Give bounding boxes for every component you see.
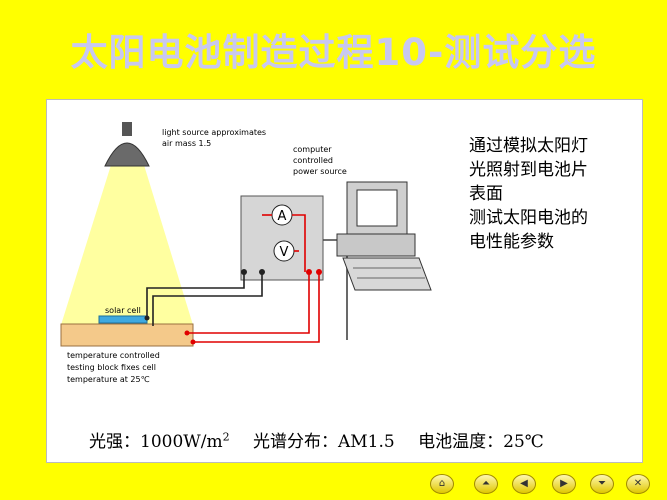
light-label-1: light source approximates [162,128,266,137]
description-text: 通过模拟太阳灯 光照射到电池片 表面 测试太阳电池的 电性能参数 [469,134,639,254]
spectrum-param: 光谱分布：AM1.5 [253,432,395,452]
temperature-param: 电池温度：25℃ [418,432,544,452]
light-beam [61,165,193,325]
computer-label-2: controlled [293,156,333,165]
light-label-2: air mass 1.5 [162,139,211,148]
solar-cell [98,315,148,324]
first-icon[interactable]: ⏶ [474,474,498,494]
block-label-2: testing block fixes cell [67,363,156,372]
computer-label-1: computer [293,145,332,154]
prev-icon[interactable]: ◀ [512,474,536,494]
intensity-param: 光强：1000W/m2 [89,430,230,452]
test-setup-diagram: light source approximates air mass 1.5 s… [60,122,432,384]
testing-block [60,323,194,347]
computer-label-3: power source [293,167,347,176]
description-line: 通过模拟太阳灯 [469,136,588,156]
wire-red-3 [193,272,320,343]
home-icon[interactable]: ⌂ [430,474,454,494]
lamp-icon [104,142,150,167]
wire-black-2 [152,272,263,326]
solar-cell-label: solar cell [105,306,141,315]
slide-title: 太阳电池制造过程10-测试分选 [70,31,597,74]
description-line: 表面 [469,184,503,204]
wire-black-1 [146,272,245,318]
block-label-1: temperature controlled [67,351,160,360]
last-icon[interactable]: ⏷ [590,474,614,494]
wire-red-2 [292,214,306,272]
computer-icon [336,181,432,291]
ammeter-label: A [278,209,287,224]
lamp-neck [122,122,132,136]
description-line: 测试太阳电池的 [469,208,588,228]
next-icon[interactable]: ▶ [552,474,576,494]
close-icon[interactable]: ✕ [626,474,650,494]
terminals [144,269,322,345]
description-line: 光照射到电池片 [469,160,588,180]
voltmeter-label: V [280,245,289,260]
wire-red-1 [187,272,310,334]
description-line: 电性能参数 [469,232,554,252]
block-label-3: temperature at 25℃ [67,375,150,384]
test-parameters: 光强：1000W/m2 光谱分布：AM1.5 电池温度：25℃ [89,427,562,452]
diagram-panel: light source approximates air mass 1.5 s… [46,99,643,463]
